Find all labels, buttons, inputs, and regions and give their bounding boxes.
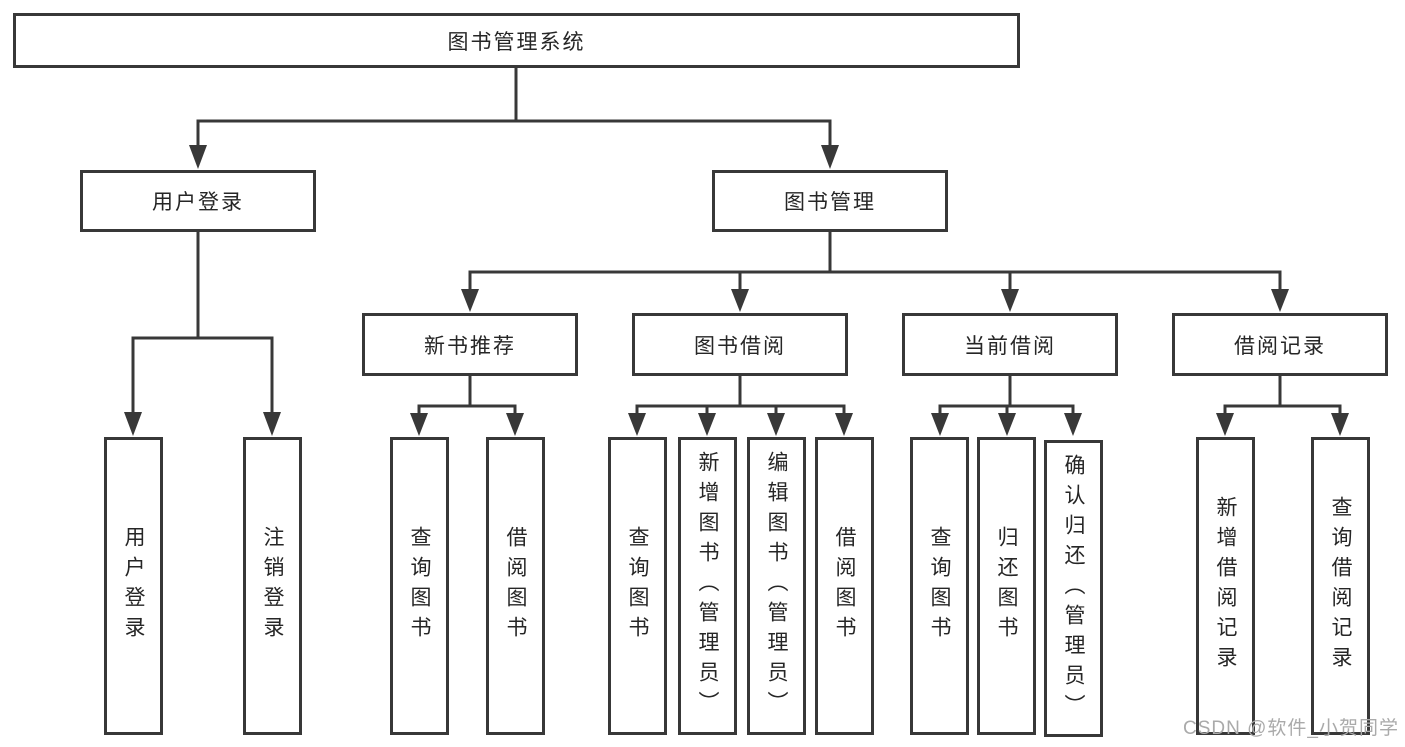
leaf-borrow-books-1: 借阅图书 [486, 437, 545, 735]
leaf-borrow-books-2: 借阅图书 [815, 437, 874, 735]
leaf-add-borrow-record: 新增借阅记录 [1196, 437, 1255, 735]
leaf-logout-login: 注销登录 [243, 437, 302, 735]
leaf-user-login: 用户登录 [104, 437, 163, 735]
leaf-add-books-admin: 新增图书（管理员） [678, 437, 737, 735]
leaf-query-books-3: 查询图书 [910, 437, 969, 735]
node-book-management: 图书管理 [712, 170, 948, 232]
leaf-confirm-return-admin: 确认归还（管理员） [1044, 440, 1103, 737]
leaf-query-books-1: 查询图书 [390, 437, 449, 735]
leaf-query-borrow-record: 查询借阅记录 [1311, 437, 1370, 735]
node-user-login: 用户登录 [80, 170, 316, 232]
node-current-borrowing: 当前借阅 [902, 313, 1118, 376]
leaf-return-books: 归还图书 [977, 437, 1036, 735]
node-book-borrowing: 图书借阅 [632, 313, 848, 376]
leaf-query-books-2: 查询图书 [608, 437, 667, 735]
node-new-book-recommend: 新书推荐 [362, 313, 578, 376]
watermark: CSDN @软件_小贺同学 [1183, 718, 1399, 739]
node-borrow-records: 借阅记录 [1172, 313, 1388, 376]
node-library-system: 图书管理系统 [13, 13, 1020, 68]
leaf-edit-books-admin: 编辑图书（管理员） [747, 437, 806, 735]
